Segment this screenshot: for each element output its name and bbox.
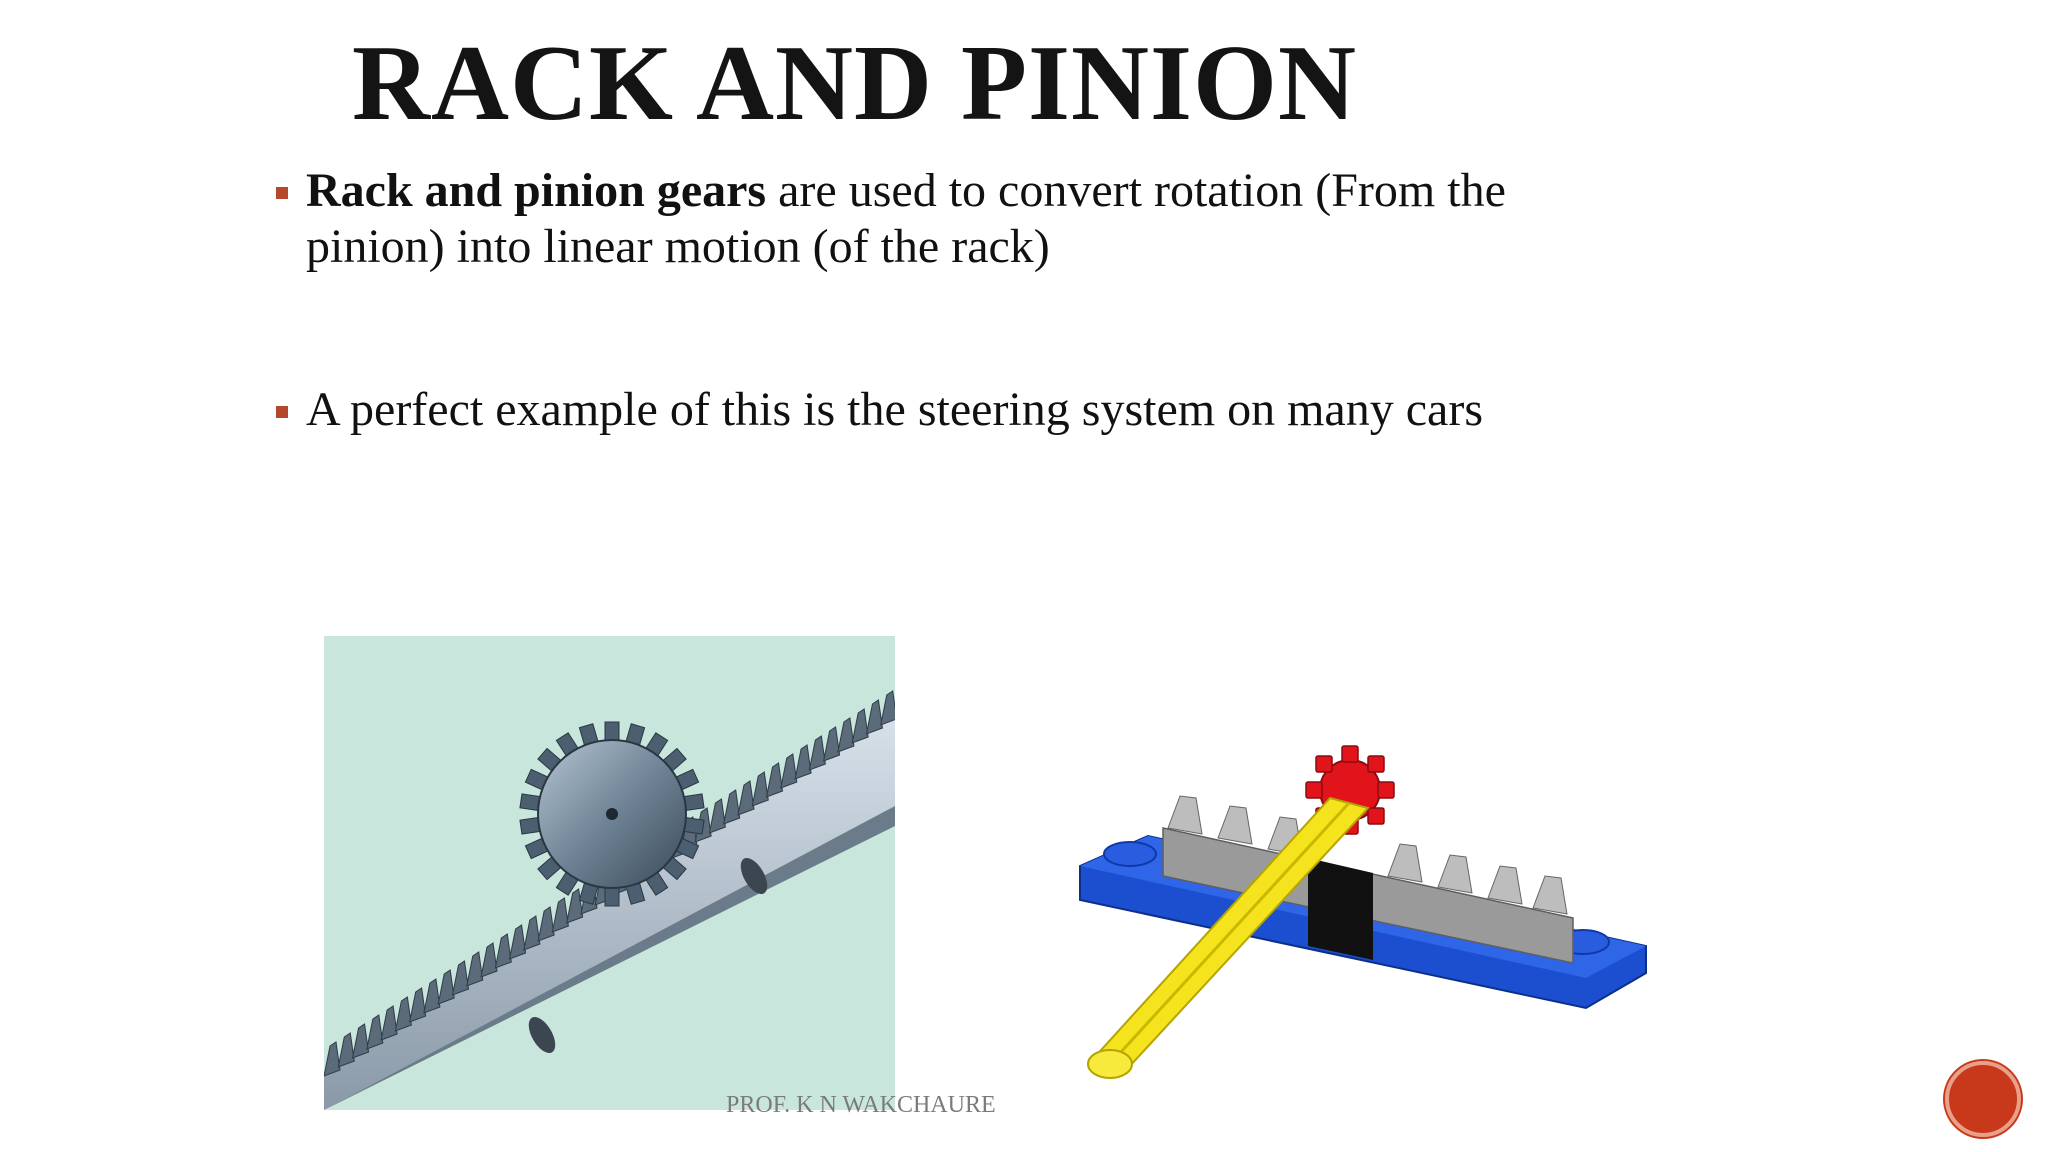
bullet-text-1: Rack and pinion gears are used to conver… [306,163,1656,275]
bullet-text-2: A perfect example of this is the steerin… [306,382,1656,438]
rack-pinion-photo [324,636,895,1110]
bullet-marker-icon [276,187,288,199]
metal-rack-pinion-image [324,690,895,1110]
bullet-rest-2: A perfect example of this is the steerin… [306,383,1484,436]
lego-rack-pinion-image [1068,738,1656,1098]
bullet-item-2: A perfect example of this is the steerin… [276,382,1656,438]
bullet-marker-icon [276,406,288,418]
bullet-bold-1: Rack and pinion gears [306,164,767,217]
footer-author: PROF. K N WAKCHAURE [726,1092,996,1118]
circle-button-icon[interactable] [1945,1061,2021,1137]
slide-title: RACK AND PINION [352,24,1358,143]
bullet-rest-1: are used to convert rotation (From the p… [306,164,1506,273]
bullet-item-1: Rack and pinion gears are used to conver… [276,163,1656,275]
